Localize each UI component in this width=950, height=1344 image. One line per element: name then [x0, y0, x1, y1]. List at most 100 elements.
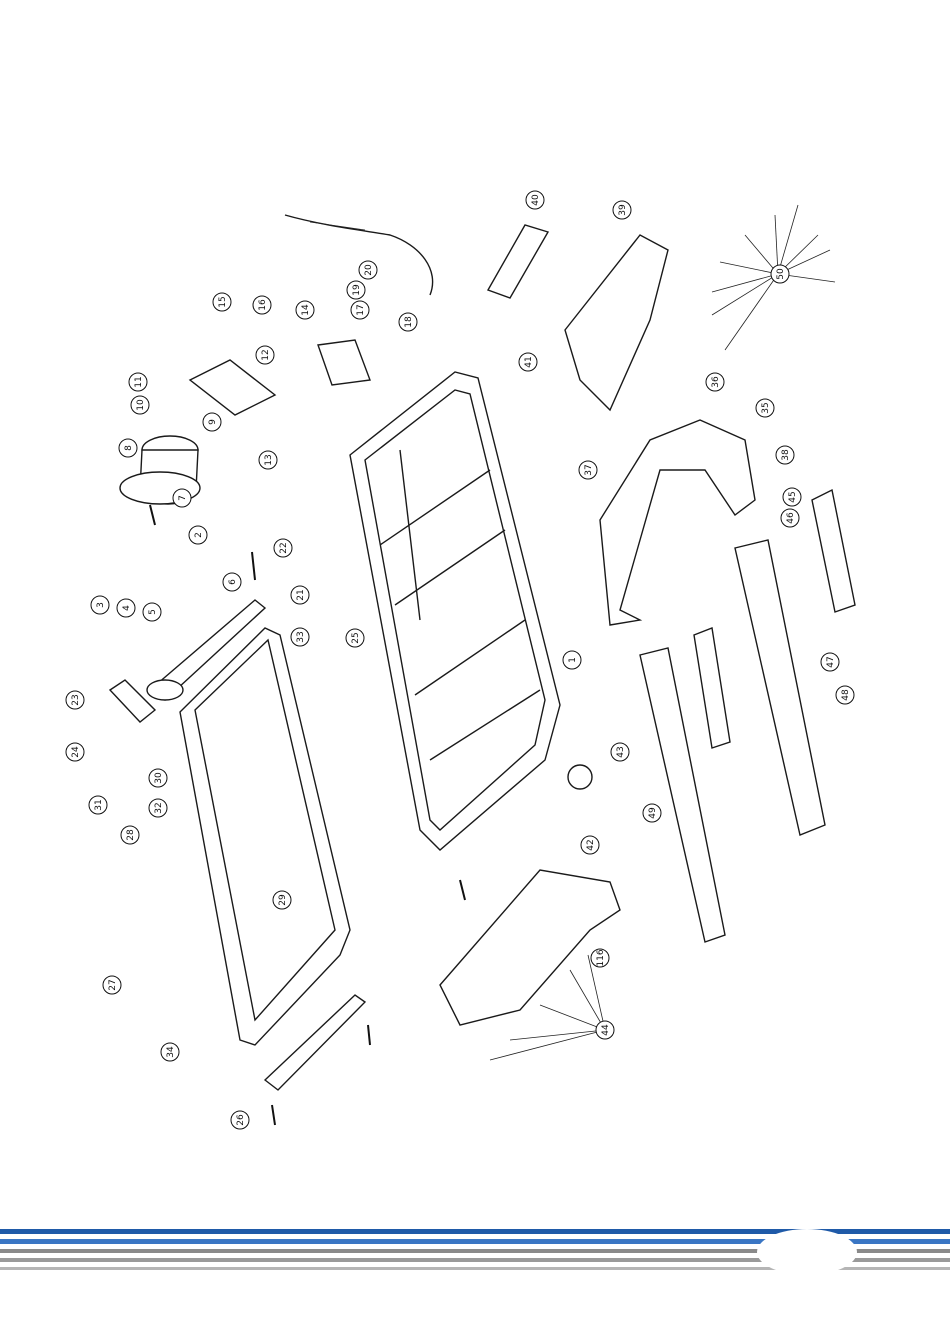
callout-2: 2	[189, 526, 207, 544]
callout-11: 11	[129, 373, 147, 391]
callout-label: 29	[278, 894, 288, 906]
callout-label: 22	[279, 542, 289, 553]
callout-label: 26	[236, 1114, 246, 1126]
callout-label: 37	[584, 464, 594, 475]
callout-40: 40	[526, 191, 544, 209]
callout-21: 21	[291, 586, 309, 604]
callout-27: 27	[103, 976, 121, 994]
callout-28: 28	[121, 826, 139, 844]
callout-label: 3	[96, 602, 106, 608]
callout-label: 33	[296, 631, 306, 642]
callout-label: 41	[524, 356, 534, 367]
callout-label: 19	[352, 284, 362, 296]
callout-label: 21	[296, 589, 306, 600]
callout-label: 1	[568, 657, 578, 663]
callout-7: 7	[173, 489, 191, 507]
callout-label: 39	[618, 204, 628, 216]
callout-label: 42	[586, 839, 596, 850]
callout-8: 8	[119, 439, 137, 457]
callout-34: 34	[161, 1043, 179, 1061]
rear-base	[440, 870, 620, 1025]
callout-35: 35	[756, 399, 774, 417]
callout-31: 31	[89, 796, 107, 814]
callout-label: 48	[841, 689, 851, 701]
callout-20: 20	[359, 261, 377, 279]
callout-label: 13	[264, 454, 274, 465]
callout-label: 18	[404, 316, 414, 328]
callout-48: 48	[836, 686, 854, 704]
callout-10: 10	[131, 396, 149, 414]
callout-36: 36	[706, 373, 724, 391]
callout-label: 6	[228, 579, 238, 585]
callout-17: 17	[351, 301, 369, 319]
handrail-cover	[600, 420, 755, 625]
callout-label: 16	[258, 299, 268, 311]
page-number-badge	[757, 1229, 857, 1275]
callout-24: 24	[66, 743, 84, 761]
callout-44: 44	[596, 1021, 614, 1039]
callout-6: 6	[223, 573, 241, 591]
callout-15: 15	[213, 293, 231, 311]
callout-label: 49	[648, 807, 658, 819]
cover-plate	[318, 340, 370, 385]
callout-43: 43	[611, 743, 629, 761]
callout-37: 37	[579, 461, 597, 479]
callout-45: 45	[783, 488, 801, 506]
console-hood	[565, 235, 668, 410]
callout-5: 5	[143, 603, 161, 621]
callout-12: 12	[256, 346, 274, 364]
callout-33: 33	[291, 628, 309, 646]
callout-29: 29	[273, 891, 291, 909]
rear-roller-tube	[265, 995, 365, 1090]
callout-label: 4	[122, 605, 132, 611]
rail-strip-lower	[694, 628, 730, 748]
callout-18: 18	[399, 313, 417, 331]
callout-label: 50	[776, 268, 786, 280]
callout-label: 36	[711, 376, 721, 388]
callout-label: 28	[126, 829, 136, 841]
callout-22: 22	[274, 539, 292, 557]
callout-label: 32	[154, 802, 164, 813]
callout-label: 43	[616, 746, 626, 757]
callout-32: 32	[149, 799, 167, 817]
callout-label: 40	[531, 194, 541, 206]
upright-tube	[147, 600, 265, 700]
callout-13: 13	[259, 451, 277, 469]
callout-19: 19	[347, 281, 365, 299]
callout-16: 16	[253, 296, 271, 314]
callout-label: 15	[218, 296, 228, 307]
main-frame	[350, 372, 560, 850]
callout-label: 35	[761, 402, 771, 413]
callout-label: 24	[71, 746, 81, 758]
callout-26: 26	[231, 1111, 249, 1129]
console-frame	[488, 225, 548, 298]
callout-1: 1	[563, 651, 581, 669]
callout-label: 10	[136, 399, 146, 411]
callout-23: 23	[66, 691, 84, 709]
callout-label: 2	[194, 532, 204, 538]
callout-label: 14	[301, 304, 311, 316]
callout-label: 46	[786, 512, 796, 524]
callout-41: 41	[519, 353, 537, 371]
callout-label: 34	[166, 1046, 176, 1058]
callout-label: 8	[124, 445, 134, 451]
callout-label: 116	[596, 949, 606, 966]
callout-label: 38	[781, 449, 791, 461]
callout-25: 25	[346, 629, 364, 647]
callout-label: 9	[208, 419, 218, 425]
callout-39: 39	[613, 201, 631, 219]
callout-46: 46	[781, 509, 799, 527]
callout-label: 7	[178, 495, 188, 501]
callout-116: 116	[591, 949, 609, 967]
callout-49: 49	[643, 804, 661, 822]
callout-4: 4	[117, 599, 135, 617]
side-rail-right	[735, 540, 825, 835]
bottom-screws	[490, 955, 605, 1060]
callout-label: 25	[351, 632, 361, 643]
callout-47: 47	[821, 653, 839, 671]
callout-label: 12	[261, 349, 271, 360]
callout-label: 27	[108, 979, 118, 990]
callout-label: 5	[148, 609, 158, 615]
callout-14: 14	[296, 301, 314, 319]
